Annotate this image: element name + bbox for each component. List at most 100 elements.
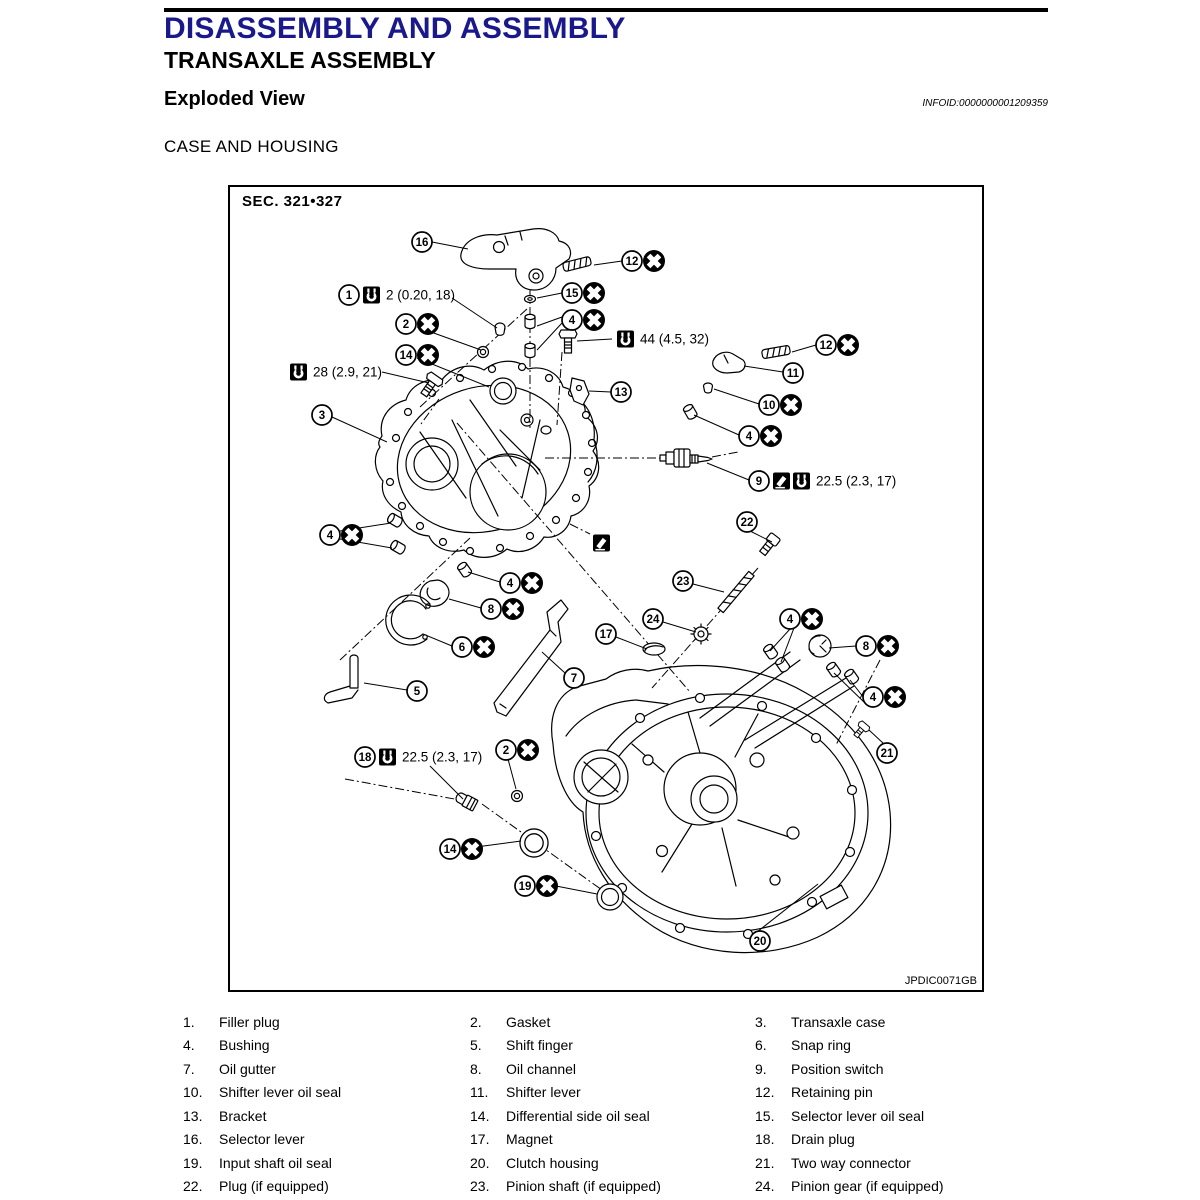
svg-text:4: 4: [569, 315, 576, 327]
non-reusable-icon: [877, 635, 899, 657]
parts-list-item: 19.Input shaft oil seal: [183, 1155, 470, 1171]
part-name: Differential side oil seal: [506, 1107, 650, 1124]
svg-text:15: 15: [566, 288, 579, 300]
callout-8: 8: [855, 635, 899, 657]
svg-text:2 (0.20, 18): 2 (0.20, 18): [386, 288, 455, 303]
parts-list-item: 22. Plug (if equipped): [183, 1178, 470, 1194]
svg-text:20: 20: [754, 936, 767, 948]
part-name: Bushing: [219, 1037, 270, 1054]
sealant-mark: [593, 534, 610, 552]
non-reusable-icon: [521, 572, 543, 594]
svg-text:4: 4: [870, 692, 877, 704]
svg-text:18: 18: [359, 752, 372, 764]
top-rule: [164, 8, 1048, 12]
part-name: Oil gutter: [219, 1060, 276, 1077]
differential-side-oil-seal: [489, 377, 517, 405]
svg-text:14: 14: [400, 350, 413, 362]
part-number: 5.: [470, 1037, 482, 1054]
part-number: 10.: [183, 1084, 203, 1101]
gasket: [476, 345, 490, 359]
callout-3: 3: [311, 404, 333, 426]
parts-list-item: 6.Snap ring: [755, 1037, 1085, 1053]
parts-list-item: 9.Position switch: [755, 1061, 1085, 1077]
part-name: Plug (if equipped): [219, 1178, 329, 1195]
part-number: 7.: [183, 1060, 195, 1077]
svg-text:10: 10: [763, 400, 776, 412]
svg-text:4: 4: [327, 530, 334, 542]
part-name: Pinion gear (if equipped): [791, 1178, 944, 1195]
callout-7: 7: [563, 667, 585, 689]
part-name: Selector lever oil seal: [791, 1107, 925, 1124]
part-number: 14.: [470, 1107, 490, 1124]
callout-4: 4: [499, 572, 543, 594]
callout-12: 12: [621, 250, 665, 272]
bushing: [524, 342, 536, 359]
callout-4: 4: [561, 309, 605, 331]
subsection-heading: CASE AND HOUSING: [164, 137, 339, 156]
parts-list-item: 2.Gasket: [470, 1014, 755, 1030]
part-number: 2.: [470, 1014, 482, 1030]
non-reusable-icon: [341, 524, 363, 546]
leader-lines: [331, 241, 885, 933]
part-name: Shifter lever: [506, 1084, 581, 1101]
svg-text:1: 1: [346, 290, 353, 302]
torque-wrench-icon: [793, 472, 810, 490]
position-switch: [659, 448, 713, 468]
svg-text:17: 17: [600, 629, 613, 641]
parts-list-item: 13.Bracket: [183, 1108, 470, 1124]
bolt: [558, 329, 578, 354]
svg-text:8: 8: [488, 604, 495, 616]
part-name: Pinion shaft (if equipped): [506, 1178, 661, 1195]
part-name: Drain plug: [791, 1131, 855, 1148]
bushing: [761, 642, 780, 661]
part-name: Input shaft oil seal: [219, 1154, 332, 1171]
callout-19: 19: [514, 875, 558, 897]
part-name: Magnet: [506, 1131, 553, 1148]
callout-14: 14: [439, 838, 483, 860]
small-parts-art: [323, 228, 871, 911]
callout-24: 24: [642, 608, 664, 630]
part-number: 22.: [183, 1178, 203, 1195]
non-reusable-icon: [583, 282, 605, 304]
svg-text:16: 16: [416, 237, 429, 249]
callout-22: 22: [736, 511, 758, 533]
callout-23: 23: [672, 570, 694, 592]
svg-text:6: 6: [459, 642, 465, 654]
svg-text:7: 7: [571, 673, 577, 685]
parts-list-item: 11.Shifter lever: [470, 1084, 755, 1100]
oil-channel: [419, 579, 450, 607]
svg-text:13: 13: [615, 387, 628, 399]
callout-5: 5: [406, 680, 428, 702]
case-and-housing-art: [374, 360, 892, 954]
torque-wrench-icon: [617, 330, 634, 348]
parts-list-item: 23.Pinion shaft (if equipped): [470, 1178, 755, 1194]
non-reusable-icon: [473, 636, 495, 658]
callout-13: 13: [610, 381, 632, 403]
part-name: Oil channel: [506, 1060, 577, 1077]
bushing: [455, 560, 474, 579]
assembly-title: TRANSAXLE ASSEMBLY: [164, 47, 436, 73]
non-reusable-icon: [502, 598, 524, 620]
svg-text:22.5 (2.3, 17): 22.5 (2.3, 17): [816, 474, 896, 489]
svg-text:12: 12: [626, 256, 639, 268]
part-name: Shifter lever oil seal: [219, 1084, 342, 1101]
part-name: Retaining pin: [791, 1084, 873, 1101]
parts-list-item: 16.Selector lever: [183, 1131, 470, 1147]
pinion-shaft: [717, 570, 755, 614]
parts-list-item: 12.Retaining pin: [755, 1084, 1085, 1100]
part-name: Shift finger: [506, 1037, 573, 1054]
callout-4: 4: [319, 524, 363, 546]
callout-12: 12: [815, 334, 859, 356]
non-reusable-icon: [884, 686, 906, 708]
non-reusable-icon: [643, 250, 665, 272]
callout-20: 20: [749, 930, 771, 952]
svg-text:23: 23: [677, 576, 690, 588]
drain-plug: [455, 792, 479, 812]
bracket: [569, 377, 590, 406]
shift-finger: [323, 654, 359, 704]
